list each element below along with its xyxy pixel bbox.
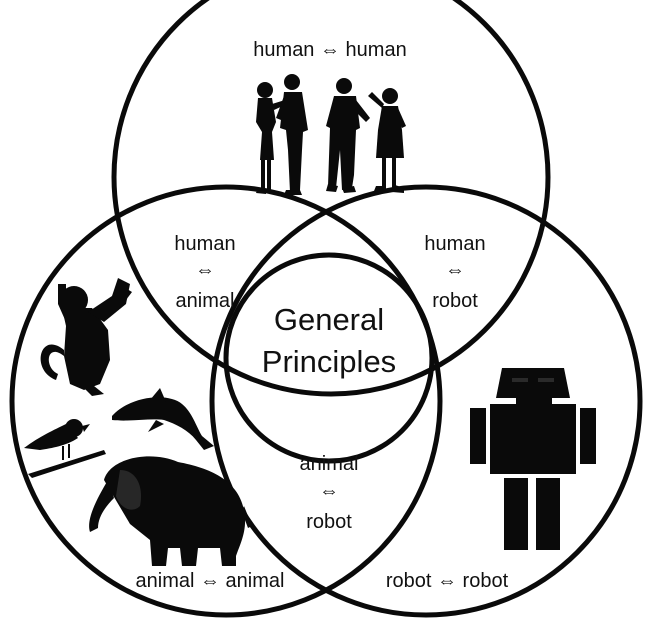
human-circle <box>111 0 551 397</box>
bird-icon <box>24 419 106 478</box>
center-region: General Principles <box>262 302 396 379</box>
animal-circle <box>9 184 443 618</box>
robot-circle <box>209 184 643 618</box>
human-animal-line1: human <box>174 233 235 255</box>
human-animal-intersection: human ⇔ animal <box>174 233 235 312</box>
human-animal-arrow: ⇔ <box>195 259 215 281</box>
center-line1: General <box>274 302 384 337</box>
animal-robot-intersection: animal ⇔ robot <box>300 453 359 533</box>
human-robot-arrow: ⇔ <box>445 259 465 281</box>
robot-icon <box>470 368 596 550</box>
elephant-icon <box>89 456 252 566</box>
human-robot-intersection: human ⇔ robot <box>424 233 485 312</box>
human-set-label: human ⇔ human <box>253 39 406 61</box>
human-robot-line1: human <box>424 233 485 255</box>
animal-robot-line2: robot <box>306 511 352 533</box>
robot-set-label: robot ⇔ robot <box>386 570 509 592</box>
monkey-icon <box>40 278 132 396</box>
animals-icon <box>24 278 252 566</box>
human-robot-line2: robot <box>432 290 478 312</box>
animal-robot-line1: animal <box>300 453 359 475</box>
animal-robot-arrow: ⇔ <box>319 480 339 502</box>
animal-set-label: animal ⇔ animal <box>136 570 285 592</box>
center-line2: Principles <box>262 344 396 379</box>
center-circle <box>223 252 435 464</box>
human-animal-line2: animal <box>176 290 235 312</box>
people-conversing-icon <box>256 74 406 195</box>
dolphin-icon <box>112 388 214 450</box>
